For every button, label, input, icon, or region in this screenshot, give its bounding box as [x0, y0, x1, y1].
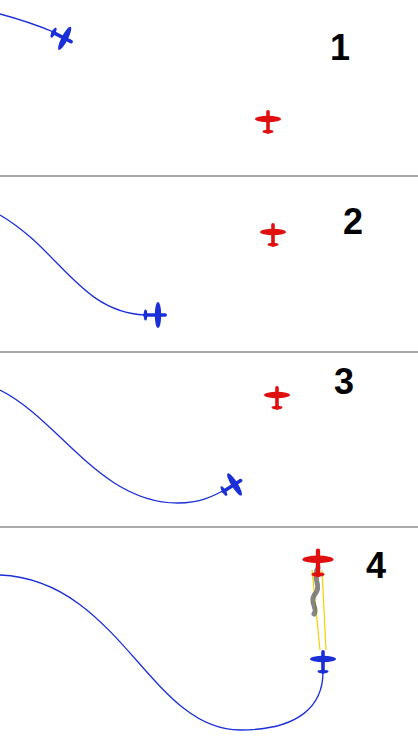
- flight-path: [0, 575, 323, 730]
- red-plane: [255, 110, 281, 134]
- panel-divider: [0, 351, 418, 352]
- flight-path: [0, 215, 145, 315]
- callout-number: 3: [334, 364, 354, 400]
- callout-number: 1: [330, 30, 350, 66]
- blue-plane: [45, 20, 78, 54]
- red-plane: [260, 223, 286, 247]
- panel-divider: [0, 526, 418, 527]
- panel-divider: [0, 175, 418, 176]
- tracer-line: [322, 570, 326, 650]
- blue-plane: [143, 302, 167, 328]
- blue-plane: [310, 650, 336, 674]
- red-plane: [264, 386, 290, 410]
- red-plane: [302, 549, 333, 578]
- callout-number: 4: [366, 548, 386, 584]
- callout-number: 2: [343, 204, 363, 240]
- flight-path: [0, 14, 56, 33]
- flight-path: [0, 390, 226, 503]
- blue-plane: [215, 469, 249, 504]
